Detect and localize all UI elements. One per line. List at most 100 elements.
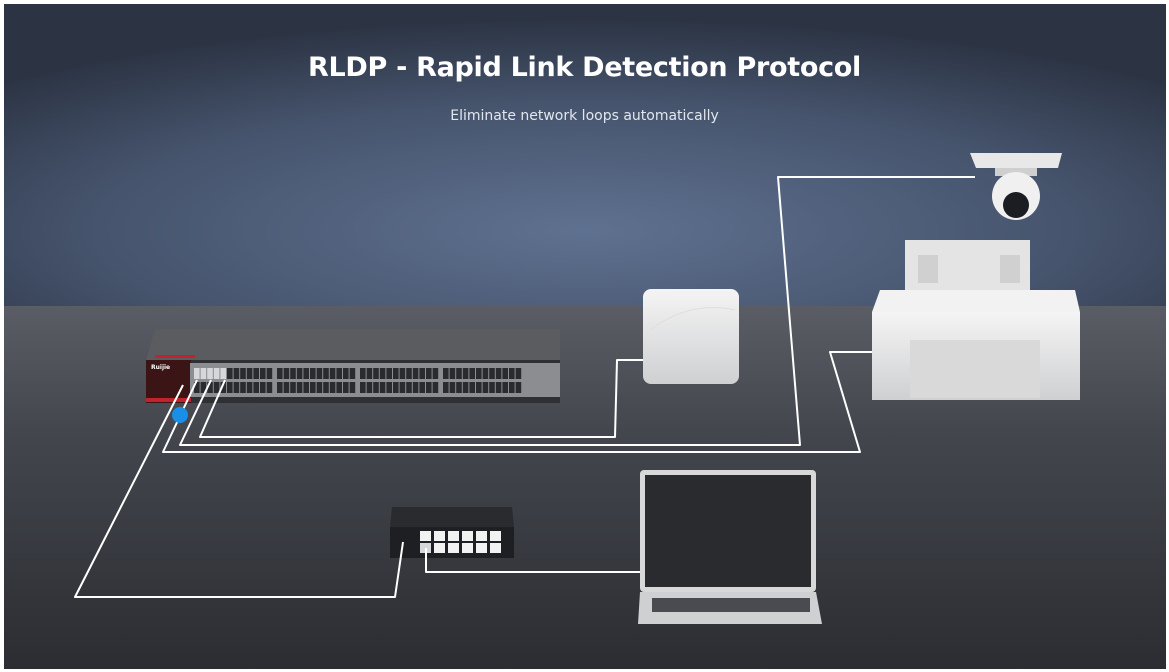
cable-camera: [179, 176, 975, 446]
switch-port: [213, 368, 220, 379]
switch-port: [240, 368, 246, 379]
switch-port: [462, 368, 469, 379]
switch-port: [207, 382, 213, 393]
switch-port: [316, 368, 323, 379]
switch-port: [266, 382, 273, 393]
switch-port: [329, 382, 336, 393]
switch-port: [443, 368, 449, 379]
desktop-switch-port: [490, 531, 501, 541]
laptop: [638, 470, 822, 624]
switch-port: [432, 382, 439, 393]
switch-port: [373, 382, 379, 393]
switch-port: [233, 368, 240, 379]
switch-port: [393, 382, 399, 393]
switch-port: [227, 382, 233, 393]
desktop-switch-port: [476, 543, 487, 553]
switch-port: [469, 368, 475, 379]
switch-port: [266, 368, 273, 379]
switch-brand-logo: Ruijie: [151, 364, 170, 371]
desktop-switch-port: [476, 531, 487, 541]
switch-port: [443, 382, 449, 393]
switch-port: [476, 382, 482, 393]
switch-port: [260, 368, 266, 379]
page-title: RLDP - Rapid Link Detection Protocol: [308, 52, 861, 83]
switch-port: [290, 382, 296, 393]
desktop-switch-port: [490, 543, 501, 553]
switch-port: [456, 382, 462, 393]
switch-port: [200, 368, 207, 379]
switch-port: [406, 382, 412, 393]
switch-port: [366, 368, 373, 379]
switch-port: [399, 382, 406, 393]
switch-port: [449, 382, 456, 393]
switch-port: [283, 382, 290, 393]
switch-port: [283, 368, 290, 379]
switch-port: [336, 368, 342, 379]
switch-port: [316, 382, 323, 393]
switch-port: [349, 382, 356, 393]
switch-port: [373, 368, 379, 379]
switch-port: [260, 382, 266, 393]
switch-port: [412, 368, 419, 379]
switch-port: [489, 368, 495, 379]
switch-port: [360, 368, 366, 379]
switch-port: [502, 382, 508, 393]
switch-port: [343, 382, 349, 393]
switch-port: [323, 382, 329, 393]
switch-port: [220, 382, 226, 393]
switch-port: [246, 382, 253, 393]
switch-port: [207, 368, 213, 379]
switch-port: [227, 368, 233, 379]
switch-port: [253, 368, 259, 379]
switch-port: [246, 368, 253, 379]
switch-port: [426, 368, 432, 379]
switch-port: [412, 382, 419, 393]
switch-port: [476, 368, 482, 379]
switch-port: [456, 368, 462, 379]
switch-port: [343, 368, 349, 379]
cables: [74, 176, 975, 598]
switch-port: [495, 368, 502, 379]
switch-port: [240, 382, 246, 393]
switch-port: [296, 368, 303, 379]
access-point: [643, 289, 739, 384]
switch-port: [509, 382, 515, 393]
switch-port: [213, 382, 220, 393]
desktop-switch-port: [462, 531, 473, 541]
desktop-switch-port: [434, 543, 445, 553]
desktop-switch-port: [448, 543, 459, 553]
printer: [872, 240, 1080, 400]
switch-port: [253, 382, 259, 393]
switch-port: [290, 368, 296, 379]
switch-port: [310, 368, 316, 379]
switch-port: [419, 368, 425, 379]
switch-port: [462, 382, 469, 393]
desktop-switch: [390, 507, 514, 558]
switch-port: [303, 382, 309, 393]
loop-indicator-dot: [172, 407, 188, 423]
desktop-switch-port: [434, 531, 445, 541]
switch-port: [296, 382, 303, 393]
switch-port: [277, 368, 283, 379]
switch-port: [469, 382, 475, 393]
switch-port: [360, 382, 366, 393]
switch-port: [379, 368, 386, 379]
switch-port: [432, 368, 439, 379]
switch-port: [277, 382, 283, 393]
switch-port: [393, 368, 399, 379]
switch-port: [366, 382, 373, 393]
switch-port: [482, 368, 489, 379]
switch-port: [233, 382, 240, 393]
cable-access-point: [199, 359, 643, 438]
switch-port: [329, 368, 336, 379]
switch-port: [489, 382, 495, 393]
switch-port: [303, 368, 309, 379]
switch-ports: [194, 368, 522, 393]
ip-camera: [970, 153, 1062, 220]
switch-port: [323, 368, 329, 379]
switch-port: [386, 382, 392, 393]
switch-port: [419, 382, 425, 393]
switch-port: [399, 368, 406, 379]
